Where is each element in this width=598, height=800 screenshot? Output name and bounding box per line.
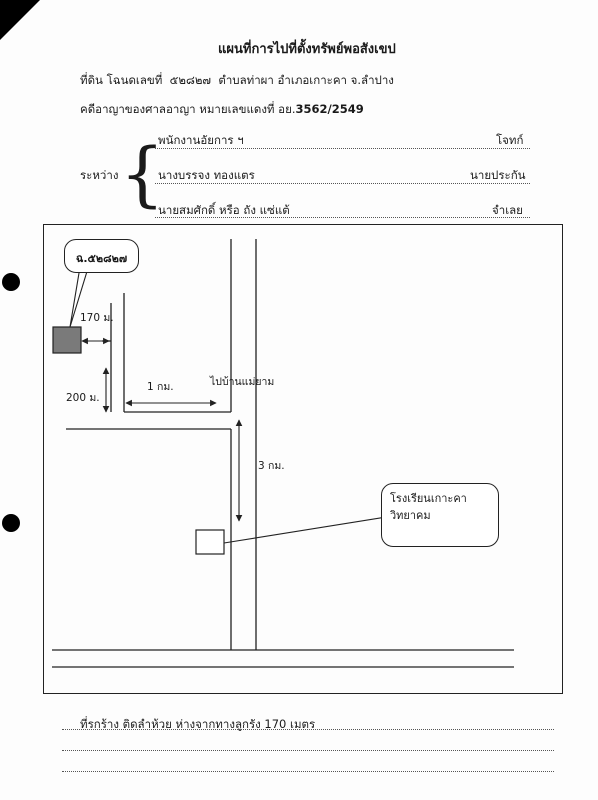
party-2-name: นางบรรจง ทองแตร xyxy=(158,168,255,182)
location-map: ฉ.๕๒๘๒๗ 170 ม. 200 ม. 1 กม. ไปบ้านแม่ยาม… xyxy=(43,224,563,694)
party-3-underline xyxy=(155,217,530,218)
deed-callout-text: ฉ.๕๒๘๒๗ xyxy=(75,252,128,265)
punch-hole-top xyxy=(2,273,20,291)
school-name-line-2: วิทยาคม xyxy=(390,509,431,522)
land-line: ที่ดิน โฉนดเลขที่ ๕๒๘๒๗ ตำบลท่าผา อำเภอเ… xyxy=(80,72,394,90)
deed-callout-box: ฉ.๕๒๘๒๗ xyxy=(64,239,139,273)
remark-text: ที่รกร้าง ติดลำห้วย ห่างจากทางลูกรัง 170… xyxy=(80,717,316,731)
punch-hole-bottom xyxy=(2,514,20,532)
party-2-underline xyxy=(155,183,530,184)
between-label: ระหว่าง xyxy=(80,168,119,182)
label-3km: 3 กม. xyxy=(258,460,285,472)
label-1km: 1 กม. xyxy=(147,381,174,393)
school-callout-box: โรงเรียนเกาะคา วิทยาคม xyxy=(381,483,499,547)
party-3-role: จำเลย xyxy=(492,203,523,217)
party-1-name: พนักงานอัยการ ฯ xyxy=(158,133,244,147)
remark-line-2 xyxy=(62,750,554,751)
remark-line-1 xyxy=(62,729,554,730)
page-title: แผนที่การไปที่ตั้งทรัพย์พอสังเขป xyxy=(218,42,396,57)
deed-label: โฉนดเลขที่ xyxy=(106,73,163,87)
school-marker xyxy=(195,529,225,555)
remark-line-3 xyxy=(62,771,554,772)
land-prefix: ที่ดิน xyxy=(80,73,103,87)
label-170m: 170 ม. xyxy=(80,312,114,324)
party-2-role: นายประกัน xyxy=(470,168,526,182)
party-1-underline xyxy=(155,148,530,149)
land-location: ตำบลท่าผา อำเภอเกาะคา จ.ลำปาง xyxy=(218,73,394,87)
brace-symbol: { xyxy=(120,133,165,215)
school-callout-pointer xyxy=(223,516,387,544)
case-number: 3562/2549 xyxy=(295,102,364,116)
label-road-direction: ไปบ้านแม่ยาม xyxy=(210,376,275,388)
case-line: คดีอาญาของศาลอาญา หมายเลขแดงที่ อย.3562/… xyxy=(80,101,364,119)
party-1-role: โจทก์ xyxy=(496,133,524,147)
deed-number: ๕๒๘๒๗ xyxy=(169,73,212,87)
case-label: คดีอาญาของศาลอาญา หมายเลขแดงที่ อย. xyxy=(80,102,296,116)
map-drawing xyxy=(52,239,514,668)
label-200m: 200 ม. xyxy=(66,392,100,404)
party-3-name: นายสมศักดิ์ หรือ ถัง แซ่แต้ xyxy=(158,203,290,217)
land-plot-marker xyxy=(52,326,82,354)
scan-corner-mark xyxy=(0,0,40,40)
school-name-line-1: โรงเรียนเกาะคา xyxy=(390,492,467,505)
